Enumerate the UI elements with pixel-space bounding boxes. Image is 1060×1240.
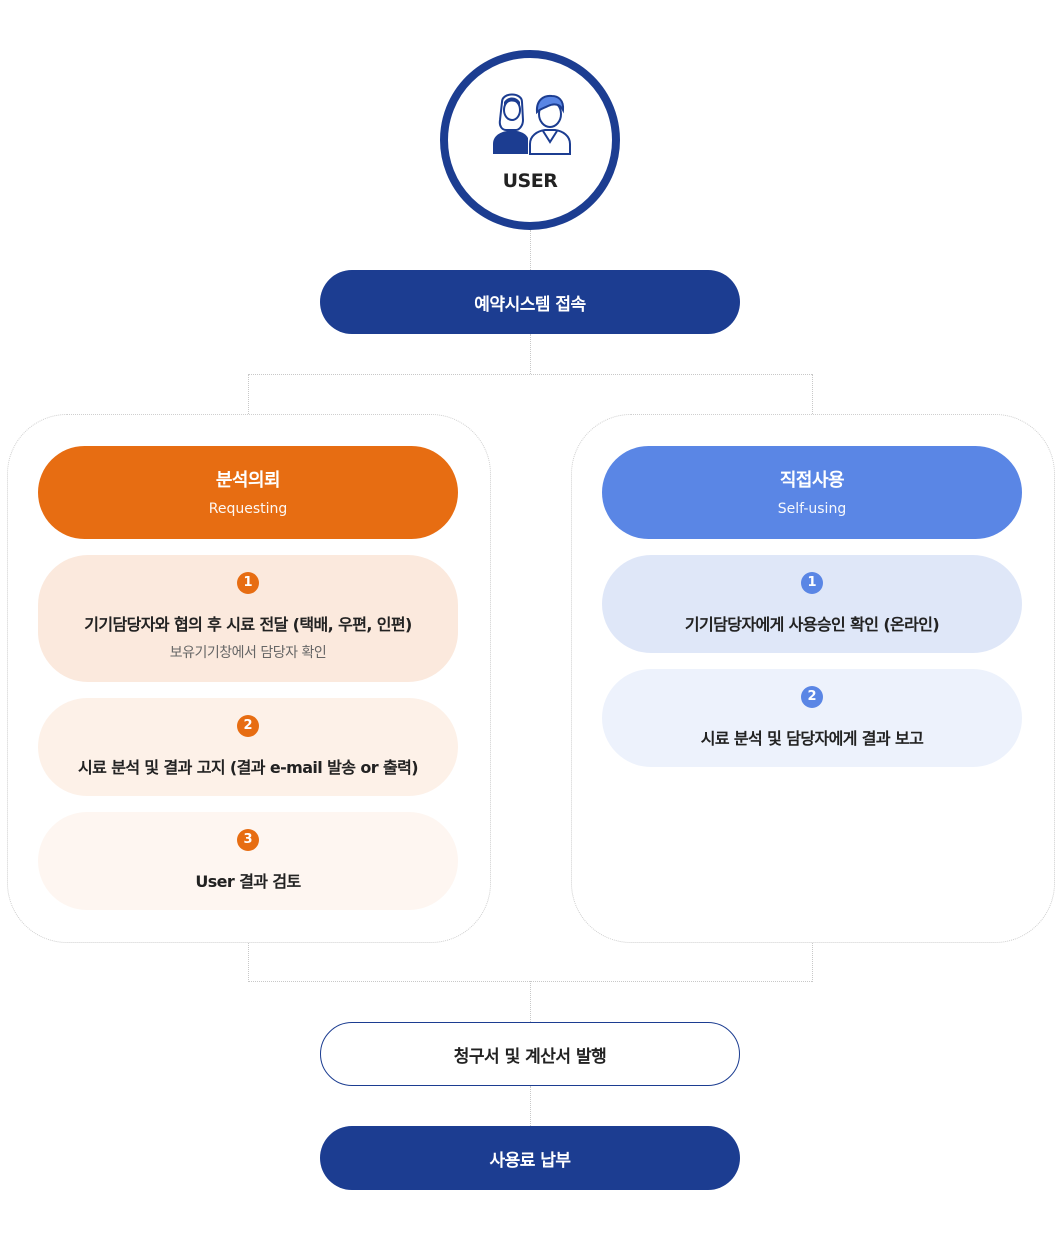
requesting-step-3: 3 User 결과 검토 <box>38 812 458 910</box>
access-reservation-step: 예약시스템 접속 <box>320 270 740 334</box>
connector-split-right <box>812 374 813 414</box>
requesting-step-2: 2 시료 분석 및 결과 고지 (결과 e-mail 발송 or 출력) <box>38 698 458 796</box>
step-subtext: 보유기기창에서 담당자 확인 <box>169 645 327 661</box>
step-text: User 결과 검토 <box>195 872 301 891</box>
connector-invoice-to-payment <box>530 1086 531 1126</box>
requesting-header: 분석의뢰 Requesting <box>38 446 458 539</box>
connector-merge-to-invoice <box>530 981 531 1022</box>
step-number-badge: 1 <box>237 572 259 594</box>
step-text: 시료 분석 및 담당자에게 결과 보고 <box>700 729 924 748</box>
step-number-badge: 1 <box>801 572 823 594</box>
step-text: 기기담당자에게 사용승인 확인 (온라인) <box>684 615 940 634</box>
step-number-badge: 2 <box>237 715 259 737</box>
invoice-step: 청구서 및 계산서 발행 <box>320 1022 740 1086</box>
self-using-header: 직접사용 Self-using <box>602 446 1022 539</box>
connector-access-to-split <box>530 334 531 374</box>
self-using-step-1: 1 기기담당자에게 사용승인 확인 (온라인) <box>602 555 1022 653</box>
payment-step: 사용료 납부 <box>320 1126 740 1190</box>
step-number-badge: 2 <box>801 686 823 708</box>
users-icon <box>493 93 571 155</box>
connector-split-left <box>248 374 249 414</box>
self-using-title: 직접사용 <box>779 470 845 491</box>
connector-merge-left <box>248 942 249 982</box>
self-using-subtitle: Self-using <box>777 501 847 517</box>
user-label: USER <box>502 170 558 192</box>
user-node: USER <box>440 50 620 230</box>
requesting-title: 분석의뢰 <box>215 470 281 491</box>
self-using-step-2: 2 시료 분석 및 담당자에게 결과 보고 <box>602 669 1022 767</box>
connector-split-horizontal <box>248 374 812 375</box>
requesting-step-1: 1 기기담당자와 협의 후 시료 전달 (택배, 우편, 인편) 보유기기창에서… <box>38 555 458 682</box>
step-number-badge: 3 <box>237 829 259 851</box>
connector-user-to-access <box>530 230 531 270</box>
connector-merge-right <box>812 942 813 982</box>
step-text: 기기담당자와 협의 후 시료 전달 (택배, 우편, 인편) <box>84 615 412 634</box>
requesting-subtitle: Requesting <box>208 501 288 517</box>
step-text: 시료 분석 및 결과 고지 (결과 e-mail 발송 or 출력) <box>78 758 419 777</box>
